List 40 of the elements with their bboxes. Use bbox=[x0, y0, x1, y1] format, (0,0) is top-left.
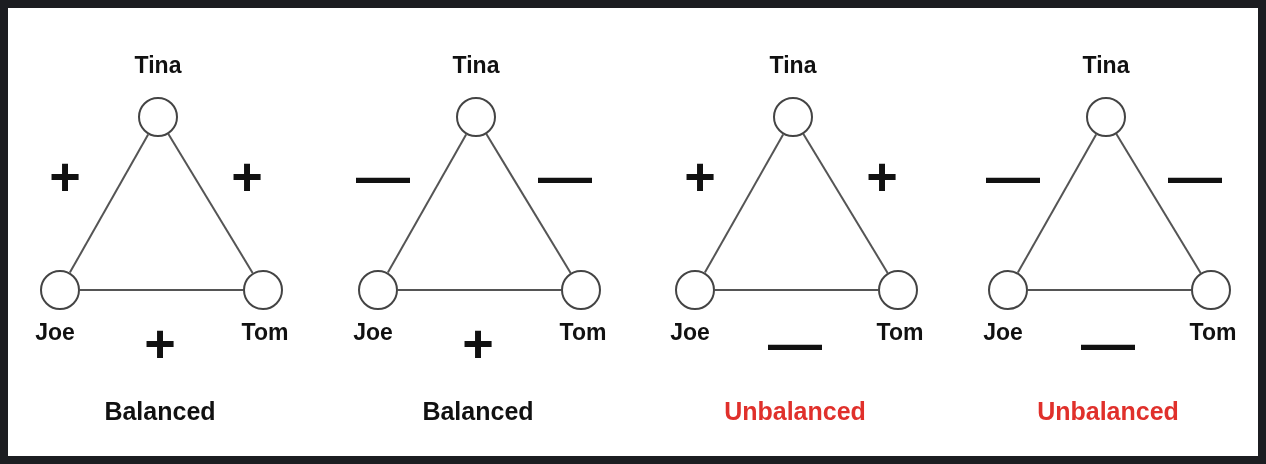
person-circle bbox=[988, 270, 1028, 310]
caption-text: Balanced bbox=[104, 398, 216, 424]
person-name: Joe bbox=[353, 320, 393, 344]
connector-line bbox=[397, 289, 562, 291]
connector-line bbox=[1115, 133, 1202, 274]
connector-line bbox=[68, 133, 150, 274]
caption-text: Unbalanced bbox=[1037, 398, 1179, 424]
connector-line bbox=[485, 133, 572, 274]
person-name: Tina bbox=[134, 53, 182, 77]
person-circle bbox=[243, 270, 283, 310]
connector-line bbox=[167, 133, 254, 274]
connector-line bbox=[802, 133, 889, 274]
caption-text: Balanced bbox=[422, 398, 534, 424]
person-name: Tina bbox=[452, 53, 500, 77]
person-circle bbox=[456, 97, 496, 137]
person-name: Tom bbox=[1189, 320, 1237, 344]
connector-line bbox=[386, 133, 468, 274]
person-circle bbox=[1191, 270, 1231, 310]
connector-line bbox=[1027, 289, 1192, 291]
connector-line bbox=[1016, 133, 1098, 274]
person-circle bbox=[1086, 97, 1126, 137]
person-circle bbox=[675, 270, 715, 310]
person-name: Joe bbox=[983, 320, 1023, 344]
connector-line bbox=[714, 289, 879, 291]
person-name: Tina bbox=[769, 53, 817, 77]
caption-text: Unbalanced bbox=[724, 398, 866, 424]
person-name: Tom bbox=[559, 320, 607, 344]
connector-line bbox=[703, 133, 785, 274]
person-name: Tom bbox=[876, 320, 924, 344]
person-name: Tina bbox=[1082, 53, 1130, 77]
connector-line bbox=[79, 289, 244, 291]
person-circle bbox=[561, 270, 601, 310]
person-circle bbox=[773, 97, 813, 137]
person-name: Joe bbox=[670, 320, 710, 344]
person-circle bbox=[138, 97, 178, 137]
person-name: Joe bbox=[35, 320, 75, 344]
person-circle bbox=[358, 270, 398, 310]
person-circle bbox=[40, 270, 80, 310]
person-circle bbox=[878, 270, 918, 310]
person-name: Tom bbox=[241, 320, 289, 344]
